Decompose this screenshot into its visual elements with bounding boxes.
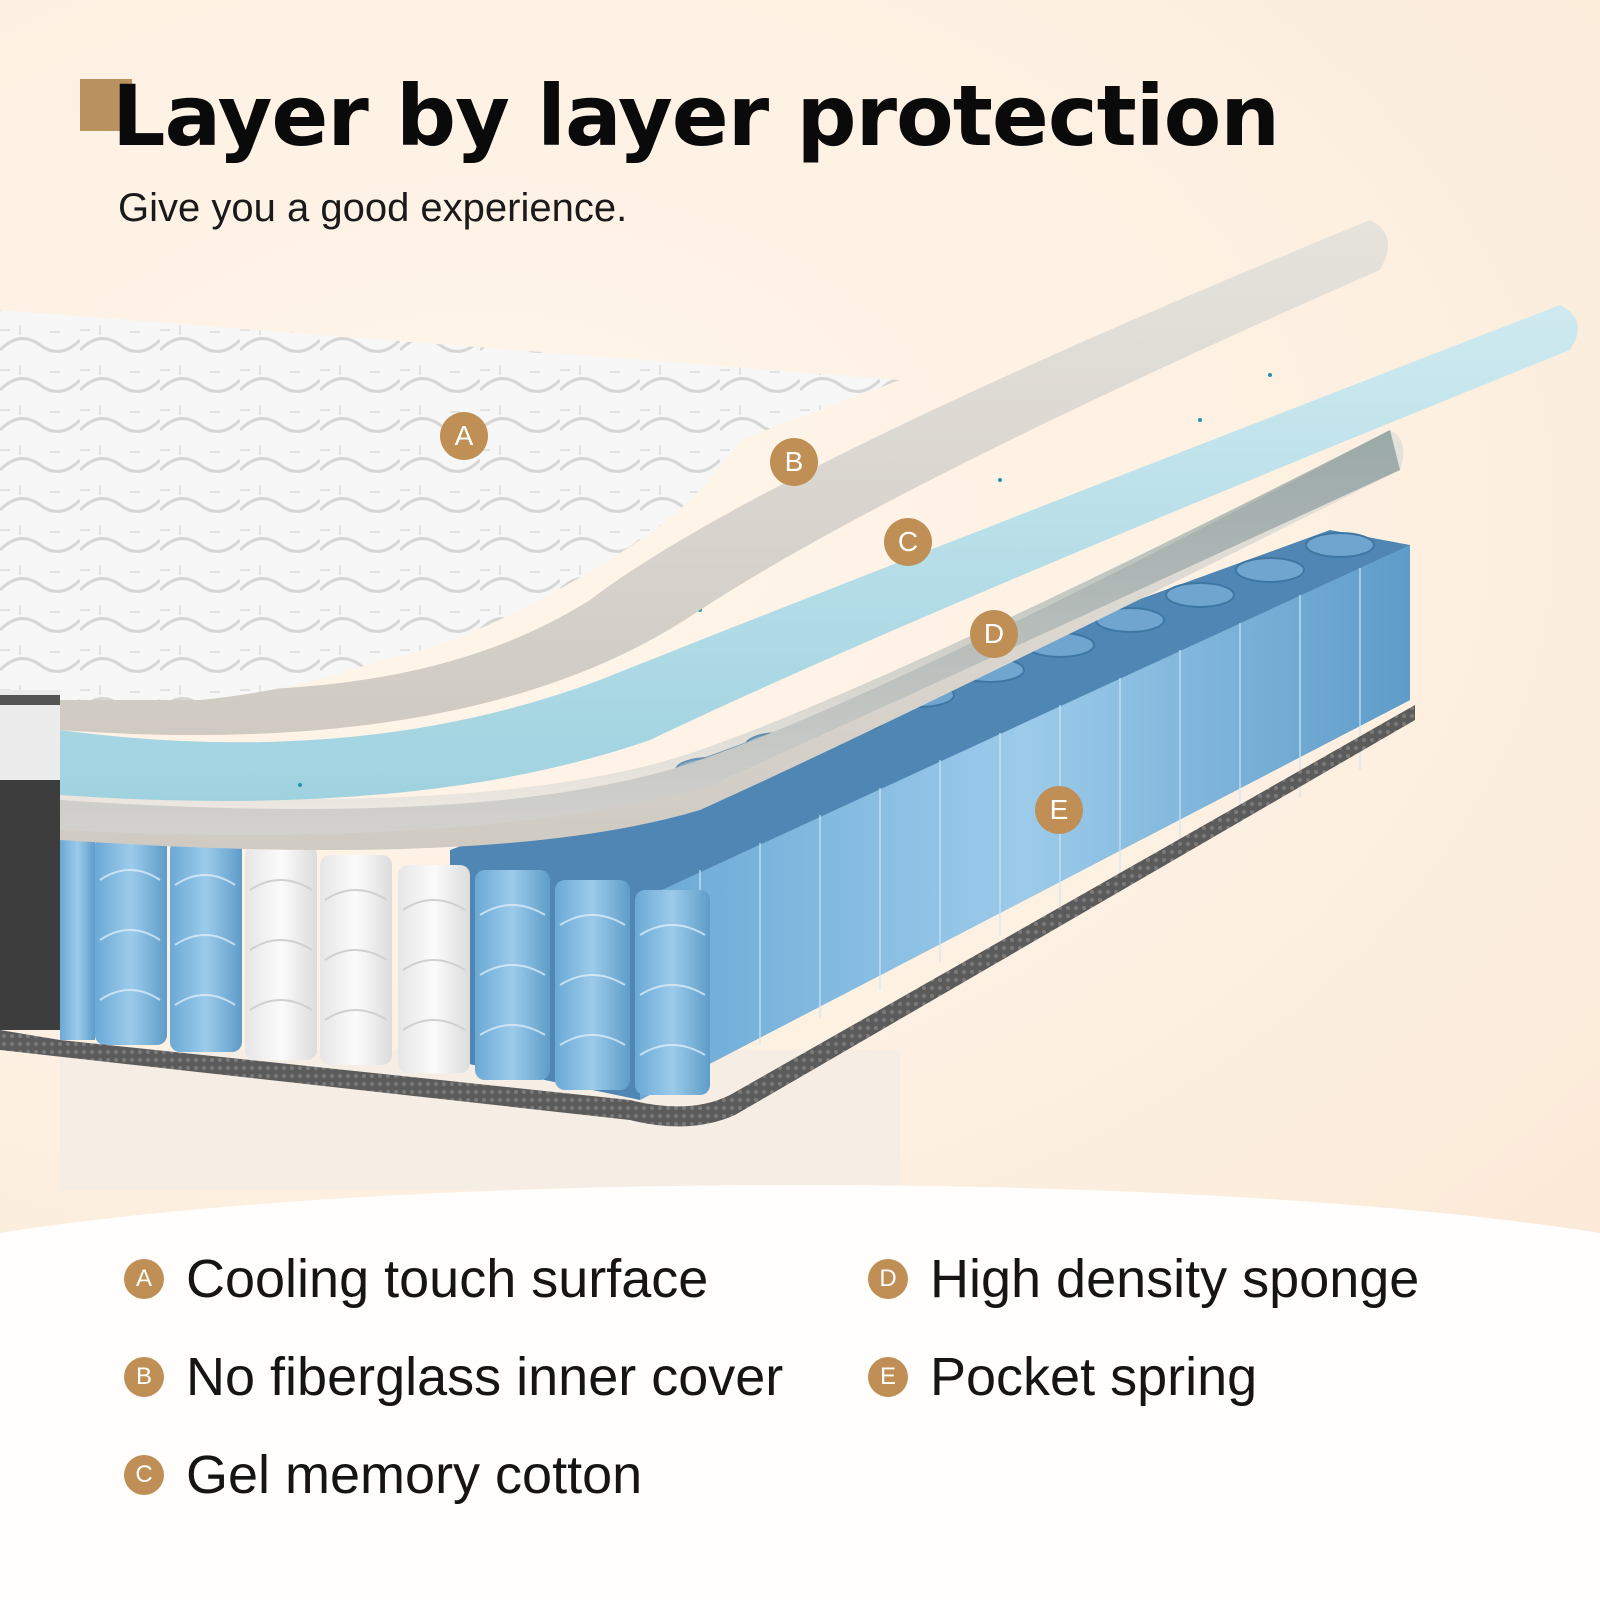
legend-panel [0, 1185, 1600, 1600]
mattress-layers-illustration [0, 220, 1578, 1127]
layer-marker-a: A [440, 412, 488, 460]
legend-item-e: E Pocket spring [868, 1346, 1257, 1408]
legend-item-b: B No fiberglass inner cover [124, 1346, 783, 1408]
legend-label-a: Cooling touch surface [186, 1249, 709, 1309]
legend-badge-b: B [124, 1357, 164, 1397]
page-subtitle: Give you a good experience. [118, 186, 628, 230]
legend-badge-e: E [868, 1357, 908, 1397]
title-accent-square [80, 79, 132, 131]
legend-label-b: No fiberglass inner cover [186, 1347, 784, 1407]
layer-marker-c: C [884, 518, 932, 566]
layer-marker-e: E [1035, 786, 1083, 834]
legend-item-d: D High density sponge [868, 1248, 1419, 1310]
legend-label-c: Gel memory cotton [186, 1445, 643, 1505]
layer-marker-d: D [970, 610, 1018, 658]
legend-item-a: A Cooling touch surface [124, 1248, 708, 1310]
page-title: Layer by layer protection [112, 67, 1280, 165]
legend-badge-a: A [124, 1259, 164, 1299]
legend-badge-d: D [868, 1259, 908, 1299]
legend-label-d: High density sponge [930, 1249, 1420, 1309]
legend-item-c: C Gel memory cotton [124, 1444, 642, 1506]
legend-label-e: Pocket spring [930, 1347, 1258, 1407]
layer-marker-b: B [770, 438, 818, 486]
legend-badge-c: C [124, 1455, 164, 1495]
